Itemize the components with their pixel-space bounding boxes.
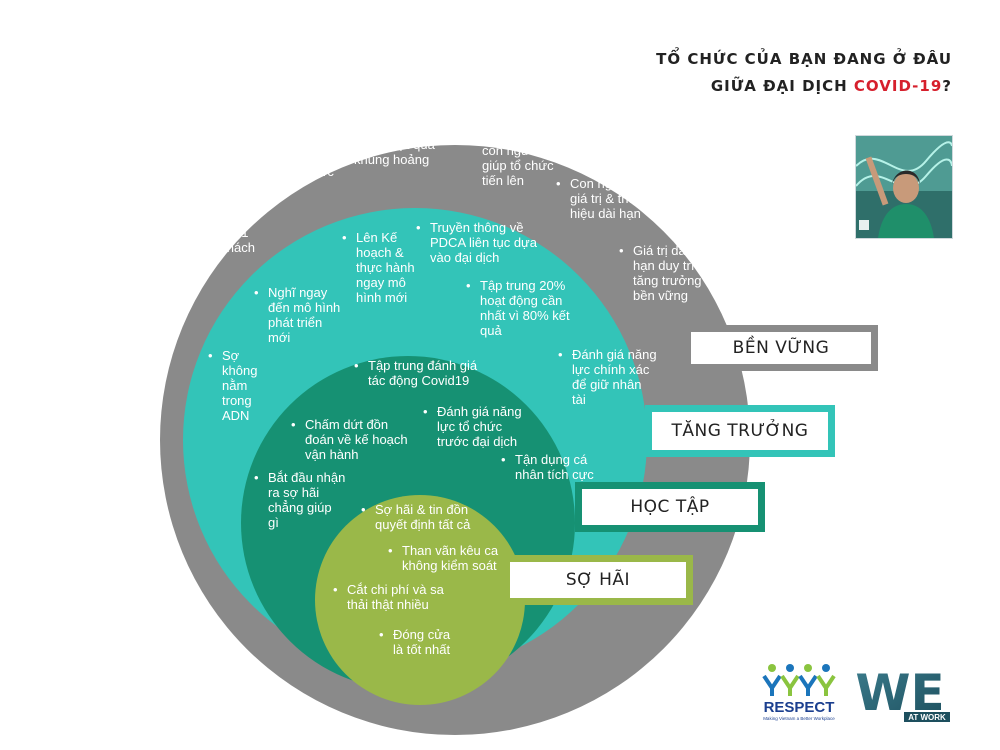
svg-text:AT WORK: AT WORK: [908, 713, 946, 722]
respect-logo: RESPECT Making Vietnam a Better Workplac…: [758, 662, 840, 722]
hoc-tap-item: •Chấm dứt đồn đoán về kế hoạch vận hành: [291, 417, 408, 462]
label-hoc-tap: HỌC TẬP: [575, 482, 765, 532]
so-hai-item: •Than vãn kêu ca không kiểm soát: [388, 543, 499, 573]
circle-so-hai: [315, 495, 525, 705]
hoc-tap-item: •Bắt đầu nhận ra sợ hãi chẳng giúp gì: [254, 470, 346, 530]
so-hai-item: •Cắt chi phí và sa thải thật nhiều: [333, 582, 444, 612]
ben-vung-item: •Covid19 chỉ là 01 thử thách: [186, 210, 255, 255]
covid-highlight: COVID-19: [853, 77, 943, 95]
svg-text:Making Vietnam a Better Workpl: Making Vietnam a Better Workplace: [763, 716, 835, 721]
tang-truong-item: •Sợ không nằm trong ADN: [208, 348, 258, 423]
so-hai-item: •Sợ hãi & tin đồn quyết định tất cả: [361, 502, 471, 532]
label-so-hai: SỢ HÃI: [503, 555, 693, 605]
tang-truong-item: •Nghĩ ngay đến mô hình phát triển mới: [254, 285, 341, 345]
hoc-tap-item: •Tập trung đánh giá tác động Covid19: [354, 358, 478, 388]
ben-vung-item: •ADN tập trung vào con người giúp tổ chứ…: [468, 113, 554, 188]
hoc-tap-item: •Tận dụng cá nhân tích cực: [501, 452, 594, 482]
we-at-work-logo: WE AT WORK: [848, 664, 952, 724]
tang-truong-item: •Lên Kế hoạch & thực hành ngay mô hình m…: [342, 230, 415, 305]
ben-vung-item: •Con người tạo giá trị & thương hiệu dài…: [556, 176, 661, 221]
title-line-2: GIỮA ĐẠI DỊCH COVID-19?: [710, 77, 952, 95]
dna-photo: [855, 135, 953, 239]
ben-vung-item: •Giá trị dài hạn duy trì tăng trưởng bền…: [619, 243, 702, 303]
ben-vung-item: •Khủng hoảng thử lửa tổ chức: [254, 134, 334, 179]
hoc-tap-item: •Đánh giá năng lực tổ chức trước đại dịc…: [423, 404, 522, 449]
tang-truong-item: •Truyền thông về PDCA liên tục dựa vào đ…: [416, 220, 537, 265]
tang-truong-item: •Đánh giá năng lực chính xác để giữ nhân…: [558, 347, 657, 407]
so-hai-item: •Đóng cửa là tốt nhất: [379, 627, 451, 657]
label-tang-truong: TĂNG TRƯỞNG: [645, 405, 835, 457]
tang-truong-item: •Tập trung 20% hoạt động cần nhất vì 80%…: [466, 278, 570, 338]
label-ben-vung: BỀN VỮNG: [684, 325, 878, 371]
title-line-1: TỔ CHỨC CỦA BẠN ĐANG Ở ĐÂU: [656, 50, 952, 68]
ben-vung-item: •Quản lý khủng hoảng hiệu quả giúp vượt …: [340, 107, 444, 167]
svg-text:RESPECT: RESPECT: [764, 699, 835, 716]
